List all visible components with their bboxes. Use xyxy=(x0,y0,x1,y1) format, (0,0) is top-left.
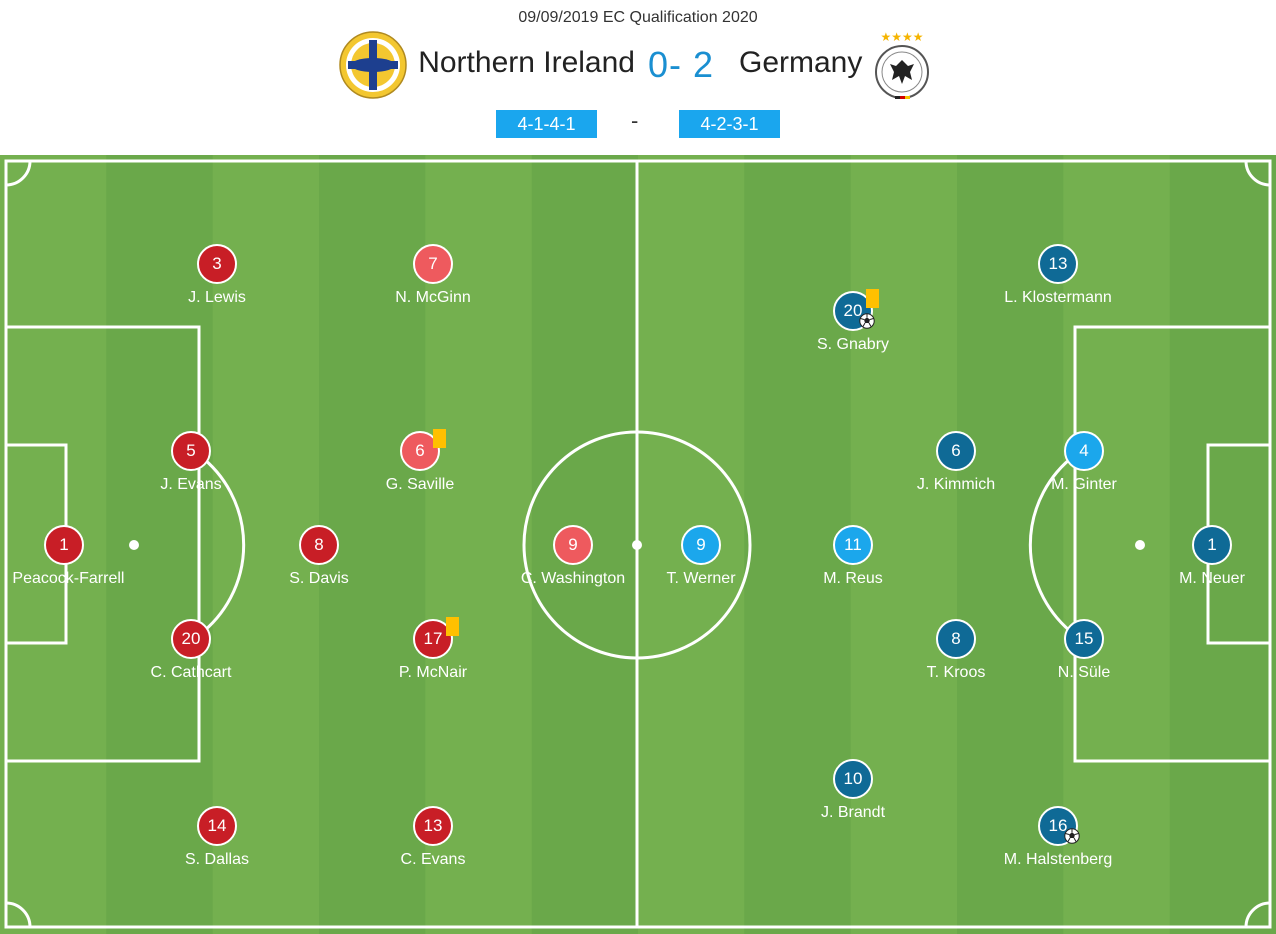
away-player-name: J. Brandt xyxy=(820,804,886,821)
yellow-card-icon xyxy=(866,289,879,308)
home-player-marker: 5 xyxy=(171,431,211,471)
away-player-marker: 6 xyxy=(936,431,976,471)
away-player-name: S. Gnabry xyxy=(816,336,890,353)
away-player-name: M. Reus xyxy=(823,570,883,587)
away-player-marker: 11 xyxy=(833,525,873,565)
away-player-marker: 4 xyxy=(1064,431,1104,471)
home-player-name: P. McNair xyxy=(398,664,468,681)
away-player-name: L. Klostermann xyxy=(1004,289,1112,306)
away-player-marker: 9 xyxy=(681,525,721,565)
away-formation-badge: 4-2-3-1 xyxy=(679,110,780,138)
away-player-marker: 1 xyxy=(1192,525,1232,565)
pitch-markings xyxy=(0,155,1276,934)
home-player-name: G. Saville xyxy=(385,476,455,493)
home-player-name: S. Dallas xyxy=(184,851,250,868)
away-player-marker: 16 xyxy=(1038,806,1078,846)
match-score: 0- 2 xyxy=(648,44,715,85)
away-player-name: N. Süle xyxy=(1057,664,1111,681)
germany-crest-icon: ★★★★ xyxy=(875,30,929,99)
home-player-name: . Peacock-Farrell xyxy=(3,570,125,587)
home-player-marker: 3 xyxy=(197,244,237,284)
away-player-marker: 15 xyxy=(1064,619,1104,659)
match-header: 09/09/2019 EC Qualification 2020 Norther… xyxy=(0,0,1276,150)
home-player-name: N. McGinn xyxy=(395,289,471,306)
away-player-marker: 8 xyxy=(936,619,976,659)
away-player-marker: 13 xyxy=(1038,244,1078,284)
pitch-stripe xyxy=(106,155,214,934)
away-player-name: J. Kimmich xyxy=(916,476,996,493)
home-player-marker: 17 xyxy=(413,619,453,659)
home-player-marker: 9 xyxy=(553,525,593,565)
home-player-marker: 1 xyxy=(44,525,84,565)
home-player-marker: 8 xyxy=(299,525,339,565)
away-player-marker: 10 xyxy=(833,759,873,799)
pitch-stripe xyxy=(957,155,1064,934)
yellow-card-icon xyxy=(446,617,459,636)
away-player-name: T. Kroos xyxy=(926,664,986,681)
home-player-name: J. Evans xyxy=(160,476,222,493)
pitch-stripe xyxy=(1063,155,1171,934)
pitch-stripe xyxy=(425,155,533,934)
home-player-name: C. Cathcart xyxy=(150,664,232,681)
home-player-name: J. Lewis xyxy=(188,289,246,306)
home-player-name: C. Washington xyxy=(520,570,626,587)
away-player-name: T. Werner xyxy=(666,570,736,587)
home-player-name: C. Evans xyxy=(400,851,466,868)
football-goal-icon xyxy=(1064,828,1080,844)
svg-text:★★★★: ★★★★ xyxy=(880,30,923,44)
football-goal-icon xyxy=(859,313,875,329)
home-player-marker: 20 xyxy=(171,619,211,659)
match-date-competition: 09/09/2019 EC Qualification 2020 xyxy=(518,9,758,26)
away-player-name: M. Ginter xyxy=(1051,476,1117,493)
home-player-marker: 13 xyxy=(413,806,453,846)
northern-ireland-crest-icon xyxy=(339,31,407,99)
home-player-marker: 7 xyxy=(413,244,453,284)
home-player-marker: 14 xyxy=(197,806,237,846)
home-formation-badge: 4-1-4-1 xyxy=(496,110,597,138)
away-player-name: M. Halstenberg xyxy=(1003,851,1113,868)
home-player-name: S. Davis xyxy=(289,570,349,587)
formation-separator: - xyxy=(631,108,639,133)
away-player-name: M. Neuer xyxy=(1179,570,1245,587)
yellow-card-icon xyxy=(433,429,446,448)
away-team-name: Germany xyxy=(739,46,863,79)
home-team-name: Northern Ireland xyxy=(418,46,635,79)
